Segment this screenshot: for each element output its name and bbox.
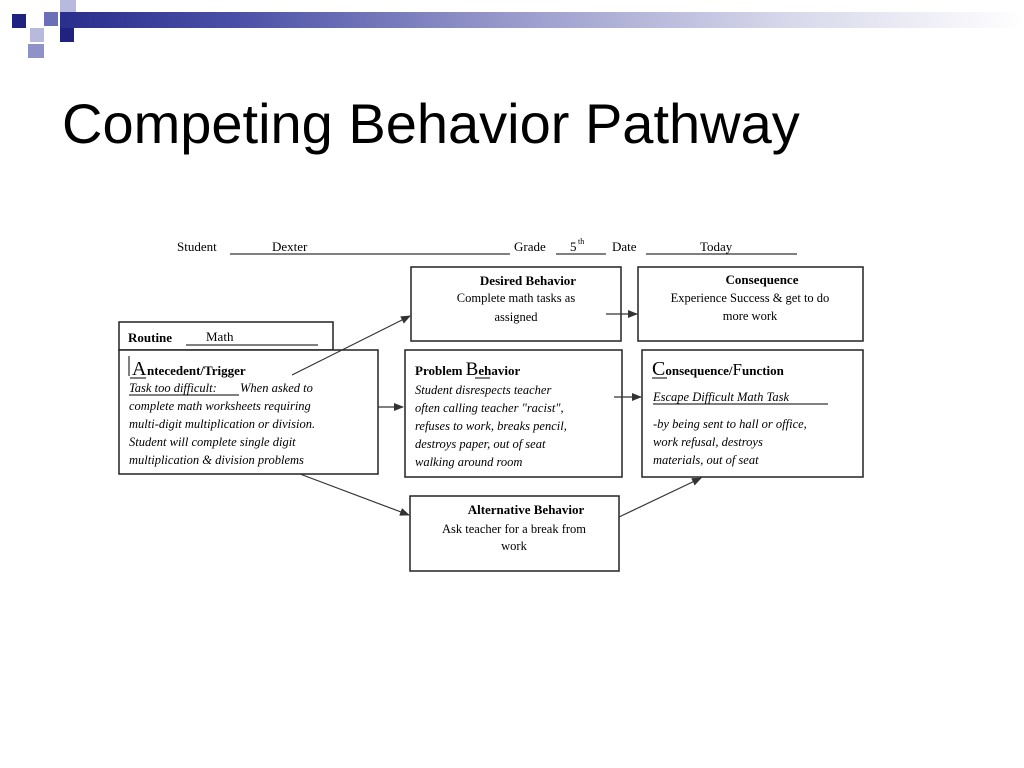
problem-line: walking around room [415,455,522,469]
date-value: Today [700,239,733,254]
arrow-antecedent-to-desired [291,315,411,376]
alternative-line: work [501,539,527,553]
problem-line: often calling teacher "racist", [415,401,564,415]
desired-line: assigned [494,310,538,324]
grade-value: 5 [570,239,577,254]
consequence-title: Consequence [726,272,799,287]
consequence-line: more work [723,309,778,323]
antecedent-line: When asked to [240,381,313,395]
alternative-line: Ask teacher for a break from [442,522,586,536]
function-subtitle: Escape Difficult Math Task [652,390,789,404]
desired-frame [410,266,622,342]
arrow-alternative-to-function [618,477,702,518]
alternative-frame [409,495,620,572]
problem-line: refuses to work, breaks pencil, [415,419,567,433]
antecedent-title: ntecedent/Trigger [147,363,246,378]
grade-label: Grade [514,239,546,254]
problem-title: Problem Behavior [415,359,520,380]
consequence-frame [637,266,864,342]
antecedent-box: A ntecedent/Trigger Task too difficult: … [118,349,379,475]
desired-title: Desired Behavior [480,273,576,288]
student-value: Dexter [272,239,308,254]
antecedent-line: multi-digit multiplication or division. [129,417,315,431]
problem-line: destroys paper, out of seat [415,437,546,451]
date-label: Date [612,239,637,254]
student-label: Student [177,239,217,254]
problem-behavior-box: Problem Behavior Student disrespects tea… [404,349,623,478]
routine-label: Routine [128,330,172,345]
desired-line: Complete math tasks as [457,291,576,305]
problem-frame [404,349,623,478]
problem-line: Student disrespects teacher [415,383,551,397]
antecedent-line: complete math worksheets requiring [129,399,311,413]
function-box: Consequence/Function Escape Difficult Ma… [641,349,864,478]
alternative-behavior-box: Alternative Behavior Ask teacher for a b… [409,495,620,572]
consequence-box: Consequence Experience Success & get to … [637,266,864,342]
function-line: work refusal, destroys [653,435,763,449]
routine-box: Routine Math [118,321,334,351]
function-title-a: onsequence/ [665,363,733,378]
grade-suffix: th [578,237,584,246]
antecedent-line: Student will complete single digit [129,435,296,449]
consequence-line: Experience Success & get to do [671,291,830,305]
alternative-title: Alternative Behavior [468,502,585,517]
antecedent-frame [118,349,379,475]
function-title-b: unction [742,363,785,378]
antecedent-lead: Task too difficult: [129,381,217,395]
desired-behavior-box: Desired Behavior Complete math tasks as … [410,266,622,342]
routine-value: Math [206,329,234,344]
function-line: -by being sent to hall or office, [653,417,807,431]
slide-title: Competing Behavior Pathway [62,92,800,155]
antecedent-initial: A [132,358,147,380]
problem-title-a: Problem [415,363,466,378]
function-frame [641,349,864,478]
function-line: materials, out of seat [653,453,759,467]
form-header: Student Dexter Grade 5 th Date Today [177,237,797,255]
function-initial-f: F [733,360,742,379]
antecedent-line: multiplication & division problems [129,453,304,467]
function-title: Consequence/Function [652,358,785,380]
arrow-antecedent-to-alternative [299,473,410,516]
problem-initial: B [466,359,479,380]
function-initial-c: C [652,358,665,380]
problem-title-b: ehavior [478,363,520,378]
